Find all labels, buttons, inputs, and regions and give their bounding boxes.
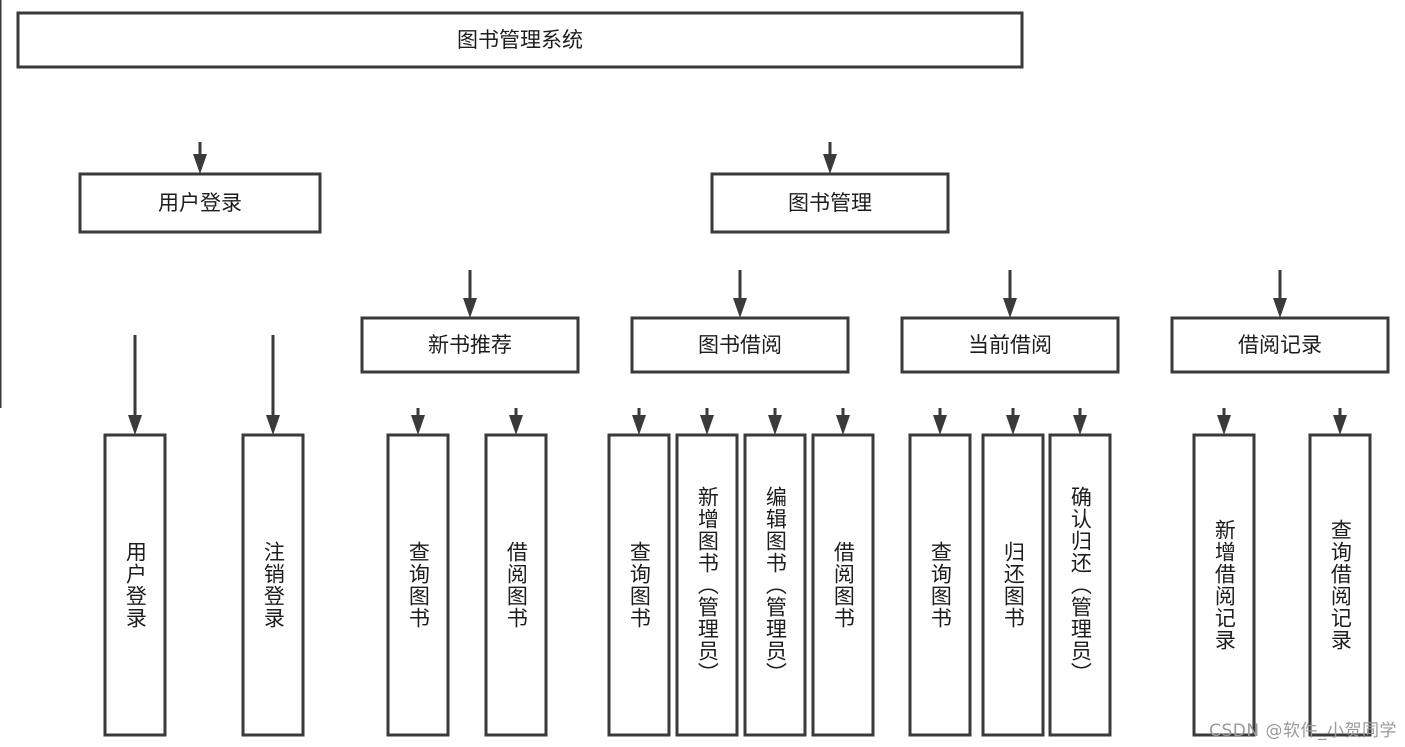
node-root[interactable]: 图书管理系统 [16,11,1024,69]
node-borrow-record[interactable]: 借阅记录 [1170,316,1390,374]
node-box [1048,433,1112,737]
node-current-return-book[interactable] [981,433,1045,737]
node-box [78,172,322,234]
node-recommend-borrow-book[interactable] [484,433,548,737]
node-user-login-do[interactable] [103,433,167,737]
arrow-head [823,154,837,174]
arrow-head [632,415,646,435]
node-record-query[interactable] [1308,433,1372,737]
node-borrow-add-book[interactable] [675,433,739,737]
node-box [630,316,850,374]
node-box [16,11,1024,69]
arrow-head [1003,298,1017,318]
arrow-head [1273,298,1287,318]
arrow-head [266,415,280,435]
arrow-head [1073,415,1087,435]
node-current-query-book[interactable] [908,433,972,737]
arrow-head [128,415,142,435]
node-box [103,433,167,737]
node-label: 图书管理系统 [457,28,583,52]
node-box [607,433,671,737]
connectors-layer [0,0,1347,435]
node-new-book-recommend[interactable]: 新书推荐 [360,316,580,374]
node-borrow-borrow-book[interactable] [811,433,875,737]
node-borrow-edit-book[interactable] [743,433,807,737]
arrow-head [1333,415,1347,435]
node-user-login[interactable]: 用户登录 [78,172,322,234]
node-recommend-query-book[interactable] [386,433,450,737]
node-book-borrow[interactable]: 图书借阅 [630,316,850,374]
arrow-head [1217,415,1231,435]
node-box [710,172,950,234]
arrow-head [700,415,714,435]
node-box [1170,316,1390,374]
node-box [386,433,450,737]
node-book-manage[interactable]: 图书管理 [710,172,950,234]
node-box [900,316,1120,374]
arrow-head [463,298,477,318]
arrow-head [509,415,523,435]
arrow-head [411,415,425,435]
arrow-head [836,415,850,435]
arrow-head [933,415,947,435]
node-label: 用户登录 [158,191,242,215]
arrow-head [193,154,207,174]
node-box [908,433,972,737]
node-label: 图书借阅 [698,333,782,357]
arrow-head [733,298,747,318]
node-box [981,433,1045,737]
node-box [1308,433,1372,737]
node-borrow-query-book[interactable] [607,433,671,737]
csdn-watermark: CSDN @软件_小贺同学 [1209,721,1397,741]
node-user-logout[interactable] [241,433,305,737]
node-record-add[interactable] [1192,433,1256,737]
node-box [743,433,807,737]
node-label: 图书管理 [788,191,872,215]
node-label: 新书推荐 [428,333,512,357]
node-box [1192,433,1256,737]
node-current-borrow[interactable]: 当前借阅 [900,316,1120,374]
arrow-head [768,415,782,435]
node-box [484,433,548,737]
node-label: 当前借阅 [968,333,1052,357]
node-box [241,433,305,737]
arrow-head [1006,415,1020,435]
node-box [360,316,580,374]
node-current-confirm-return[interactable] [1048,433,1112,737]
node-label: 借阅记录 [1238,333,1322,357]
node-box [675,433,739,737]
node-box [811,433,875,737]
